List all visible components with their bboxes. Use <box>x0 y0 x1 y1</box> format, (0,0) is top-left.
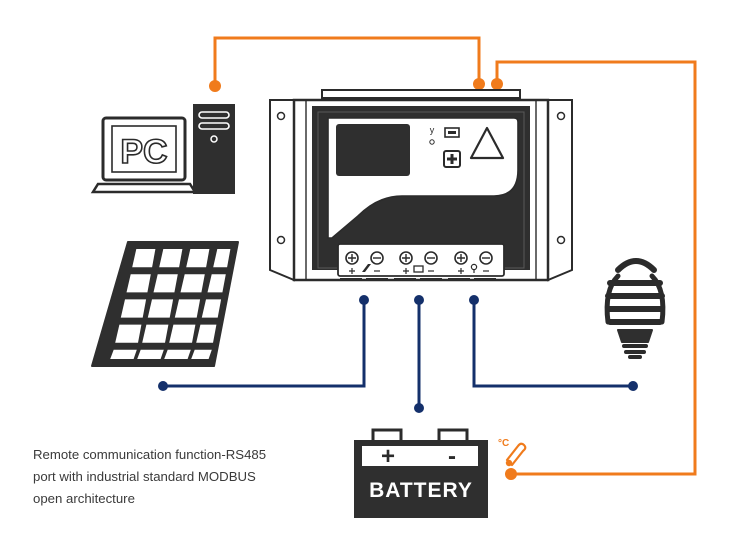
lcd-screen <box>336 124 410 176</box>
power-wires <box>163 300 633 408</box>
comm-wire-dots <box>209 78 517 480</box>
power-wire-dots <box>158 295 638 413</box>
battery-icon: + - BATTERY <box>354 428 488 518</box>
pc-label: PC <box>120 133 167 171</box>
terminal-battery-icon <box>413 265 424 273</box>
usb-port-icon <box>444 127 460 138</box>
charge-controller-icon: y <box>269 89 573 282</box>
terminal-screws <box>345 251 493 265</box>
caption-line-2: port with industrial standard MODBUS <box>33 469 256 484</box>
plus-button-icon <box>443 150 461 168</box>
temperature-sensor-icon: °C <box>498 438 527 467</box>
rs485-caption: Remote communication function-RS485 port… <box>33 444 323 510</box>
solar-wire <box>163 300 366 388</box>
temp-symbol: °C <box>498 438 509 449</box>
terminal-solar-icon <box>362 264 371 272</box>
warning-triangle-icon <box>469 126 505 160</box>
battery-label: BATTERY <box>369 479 473 502</box>
rs485-wire-temp-sensor <box>495 60 697 476</box>
solar-panel-icon <box>91 241 239 367</box>
caption-line-3: open architecture <box>33 491 135 506</box>
terminal-bulb-icon <box>470 263 478 273</box>
caption-line-1: Remote communication function-RS485 <box>33 447 267 462</box>
rs485-wire-pc <box>213 36 481 86</box>
pc-monitor-icon: PC <box>90 116 198 194</box>
pc-tower-icon <box>193 104 235 194</box>
status-indicator: y <box>430 125 435 135</box>
light-bulb-icon <box>604 258 666 359</box>
comm-wires <box>213 36 697 476</box>
battery-plus-label: + <box>381 443 395 470</box>
battery-minus-label: - <box>448 443 456 470</box>
load-wire <box>472 300 633 388</box>
